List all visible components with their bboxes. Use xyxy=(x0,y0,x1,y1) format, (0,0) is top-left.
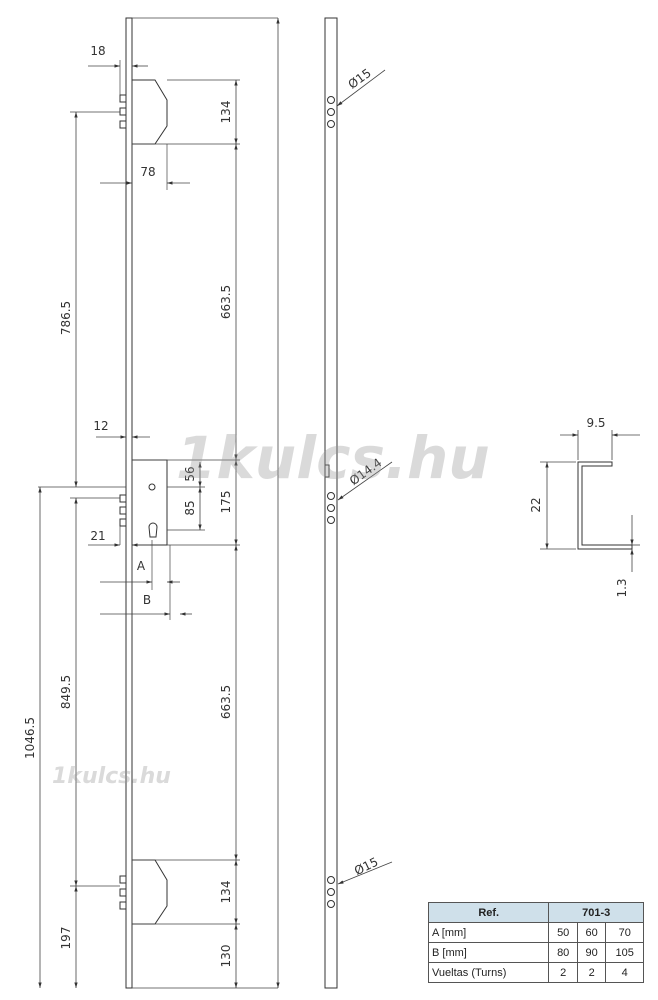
latch-1 xyxy=(119,494,127,503)
table-row: Vueltas (Turns) 2 2 4 xyxy=(427,962,644,983)
cell: 60 xyxy=(576,922,607,943)
top-hook-bolt xyxy=(132,79,168,145)
cell: 80 xyxy=(548,942,578,963)
dim-B: B xyxy=(143,593,151,607)
top-bolt-pin-2 xyxy=(119,107,127,116)
row-label: A [mm] xyxy=(427,922,550,943)
dim-A: A xyxy=(137,559,146,573)
dim-1-3: 1.3 xyxy=(615,578,629,597)
dim-78: 78 xyxy=(140,165,155,179)
dim-56: 56 xyxy=(183,466,197,481)
dim-22: 22 xyxy=(529,497,543,512)
bottom-bolt-pin-2 xyxy=(119,888,127,897)
header-ref: Ref. xyxy=(427,902,550,923)
bottom-hook-bolt xyxy=(132,859,168,925)
profile-dim-texts: 9.5 22 1.3 xyxy=(529,416,629,598)
cell: 2 xyxy=(576,962,607,983)
cylinder-hole xyxy=(148,522,158,538)
cell: 2 xyxy=(548,962,578,983)
dia-15-top: Ø15 xyxy=(346,66,374,92)
extension-lines xyxy=(38,17,278,989)
profile-section xyxy=(577,461,633,550)
u-profile xyxy=(577,461,633,550)
dia-15-bot: Ø15 xyxy=(352,855,380,878)
dim-85: 85 xyxy=(183,500,197,515)
dim-12: 12 xyxy=(93,419,108,433)
dim-786-5: 786.5 xyxy=(59,301,73,335)
cell: 4 xyxy=(605,962,644,983)
header-model: 701-3 xyxy=(548,902,644,923)
dimension-lines xyxy=(38,18,280,988)
row-label: B [mm] xyxy=(427,942,550,963)
bottom-bolt-pin-3 xyxy=(119,901,127,910)
cell: 105 xyxy=(605,942,644,963)
latch-3 xyxy=(119,518,127,527)
side-view xyxy=(324,17,338,989)
dim-134-bot: 134 xyxy=(219,881,233,904)
table-header-row: Ref. 701-3 xyxy=(427,902,644,923)
dim-130: 130 xyxy=(219,945,233,968)
front-view xyxy=(119,17,168,989)
row-label: Vueltas (Turns) xyxy=(427,962,550,983)
dim-197: 197 xyxy=(59,927,73,950)
diameter-leaders xyxy=(336,69,393,885)
dim-134-top: 134 xyxy=(219,101,233,124)
dim-18: 18 xyxy=(90,44,105,58)
dim-663-5-bot: 663.5 xyxy=(219,685,233,719)
side-strip xyxy=(324,17,338,989)
table-row: B [mm] 80 90 105 xyxy=(427,942,644,963)
latch-2 xyxy=(119,506,127,515)
cell: 70 xyxy=(605,922,644,943)
top-bolt-pin-3 xyxy=(119,120,127,129)
faceplate-strip xyxy=(125,17,133,989)
diameter-texts: Ø15 Ø14.4 Ø15 xyxy=(346,66,385,878)
table-row: A [mm] 50 60 70 xyxy=(427,922,644,943)
spec-table: Ref. 701-3 A [mm] 50 60 70 B [mm] 80 90 … xyxy=(427,902,644,983)
dim-175: 175 xyxy=(219,491,233,514)
profile-dims xyxy=(540,430,640,572)
dim-849-5: 849.5 xyxy=(59,675,73,709)
follower-hole xyxy=(148,483,156,491)
top-bolt-pin-1 xyxy=(119,94,127,103)
dimension-texts: 18 134 78 663.5 786.5 12 56 85 175 21 A … xyxy=(23,44,233,967)
dim-21: 21 xyxy=(90,529,105,543)
dim-1046-5: 1046.5 xyxy=(23,717,37,759)
cell: 50 xyxy=(548,922,578,943)
dim-663-5-top: 663.5 xyxy=(219,285,233,319)
dim-9-5: 9.5 xyxy=(586,416,605,430)
cell: 90 xyxy=(576,942,607,963)
bottom-bolt-pin-1 xyxy=(119,875,127,884)
